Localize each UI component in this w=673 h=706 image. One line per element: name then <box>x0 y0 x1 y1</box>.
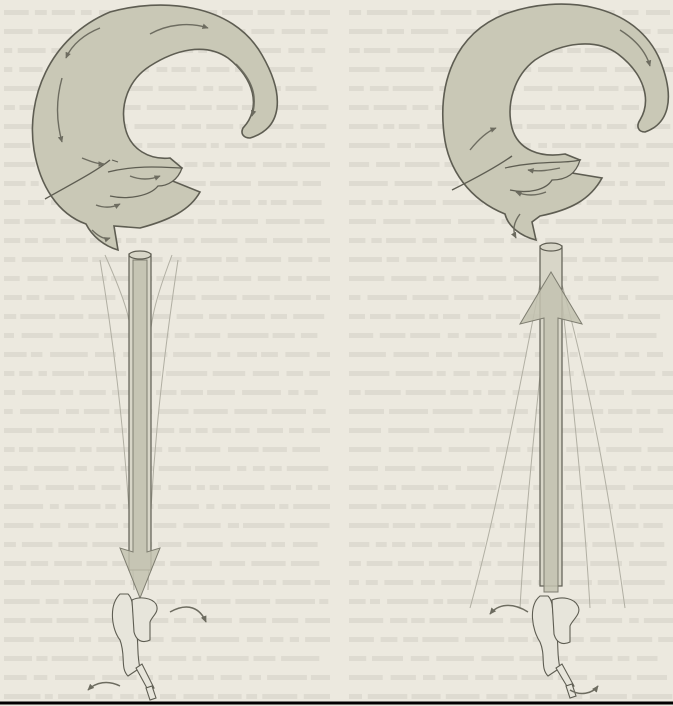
illustration-svg <box>0 0 673 706</box>
figure-stage <box>0 0 673 706</box>
